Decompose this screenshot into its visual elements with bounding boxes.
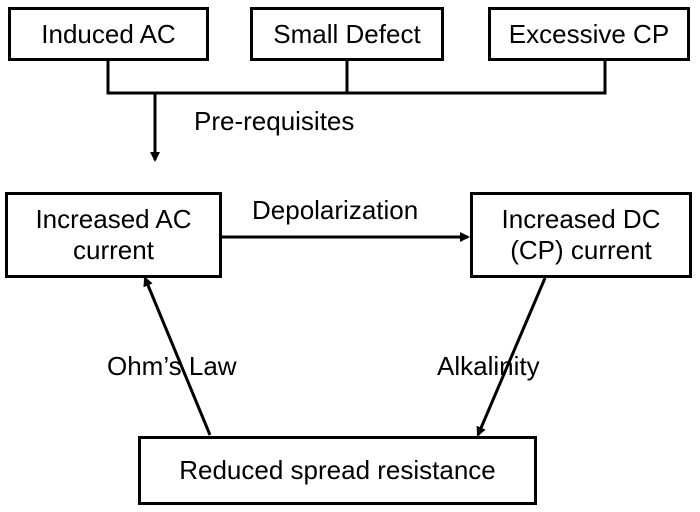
- induced-ac-box: Induced AC: [8, 7, 209, 61]
- increased-ac-current-text: Increased AC current: [35, 204, 192, 265]
- alkalinity-arrow: [476, 277, 547, 437]
- depolarization-label: Depolarization: [252, 195, 419, 225]
- alkalinity-label: Alkalinity: [437, 351, 540, 381]
- reduced-spread-resistance-box: Reduced spread resistance: [138, 436, 537, 505]
- increased-dc-current-box: Increased DC (CP) current: [470, 192, 692, 278]
- increased-ac-current-box: Increased AC current: [5, 192, 222, 278]
- small-defect-text: Small Defect: [273, 18, 421, 49]
- increased-dc-current-text: Increased DC (CP) current: [501, 204, 661, 265]
- excessive-cp-box: Excessive CP: [488, 7, 690, 61]
- excessive-cp-text: Excessive CP: [508, 18, 670, 49]
- small-defect-box: Small Defect: [250, 7, 444, 61]
- reduced-spread-resistance-text: Reduced spread resistance: [179, 455, 496, 485]
- ohms-law-label: Ohm’s Law: [107, 351, 237, 381]
- ohms-law-arrow: [143, 276, 212, 436]
- induced-ac-text: Induced AC: [41, 18, 176, 49]
- prerequisites-label: Pre-requisites: [194, 106, 355, 136]
